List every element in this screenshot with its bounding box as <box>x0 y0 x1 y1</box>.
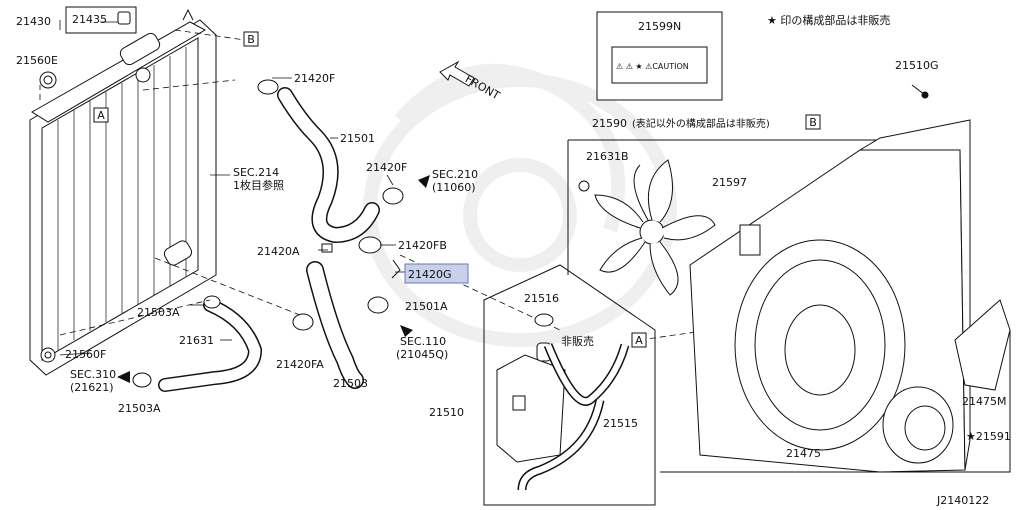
label-21420FA: 21420FA <box>276 358 324 371</box>
label-sec210-ref: (11060) <box>432 181 476 194</box>
label-sec110: SEC.110 <box>400 335 446 348</box>
hose-21503 <box>306 261 364 389</box>
label-21560E: 21560E <box>16 54 58 67</box>
reservoir-box <box>483 264 656 506</box>
label-21430: 21430 <box>16 15 51 28</box>
label-21420FB: 21420FB <box>398 239 447 252</box>
label-21420G: 21420G <box>408 268 452 281</box>
label-21503: 21503 <box>333 377 368 390</box>
label-21510: 21510 <box>429 406 464 419</box>
caution-label-box <box>596 11 723 101</box>
label-21631: 21631 <box>179 334 214 347</box>
label-21510G: 21510G <box>895 59 939 72</box>
bolt-21510G <box>911 84 929 99</box>
label-sec110-ref: (21045Q) <box>396 348 448 361</box>
label-hihanbai: 非販売 <box>561 335 594 348</box>
svg-text:A: A <box>97 109 105 122</box>
solid-leaders <box>59 20 405 356</box>
label-21516: 21516 <box>524 292 559 305</box>
label-21501: 21501 <box>340 132 375 145</box>
diagram-id: J2140122 <box>936 494 989 507</box>
label-sec214: SEC.214 <box>233 166 279 179</box>
ref-box-b-shroud: B <box>805 114 821 130</box>
label-21590: 21590 <box>592 117 627 130</box>
label-21597: 21597 <box>712 176 747 189</box>
fan-blade <box>594 159 716 296</box>
label-21515: 21515 <box>603 417 638 430</box>
svg-text:B: B <box>247 33 255 46</box>
flow-arrows <box>117 175 430 383</box>
svg-text:A: A <box>635 334 643 347</box>
svg-text:B: B <box>809 116 817 129</box>
label-21475: 21475 <box>786 447 821 460</box>
label-21475M: 21475M <box>962 395 1006 408</box>
label-21420F-mid: 21420F <box>366 161 407 174</box>
label-21435: 21435 <box>72 13 107 26</box>
label-sec310-ref: (21621) <box>70 381 114 394</box>
label-21420A: 21420A <box>257 245 300 258</box>
box-21435 <box>65 6 137 34</box>
label-sec210: SEC.210 <box>432 168 478 181</box>
caution-sign-text: ⚠ ⚠ ★ ⚠CAUTION <box>616 62 689 71</box>
fan-assembly-box <box>567 139 1011 473</box>
leader-lines <box>39 29 711 341</box>
front-arrow <box>439 60 475 87</box>
part-labels: 21430 21435 21560E 21420F 21501 21420F S… <box>16 13 1011 507</box>
ref-box-a-radiator: A <box>93 107 109 123</box>
label-21590-note: (表記以外の構成部品は非販売) <box>632 117 770 130</box>
ref-box-a-tank: A <box>631 332 647 348</box>
label-21631B: 21631B <box>586 150 629 163</box>
highlight-21420G <box>404 263 469 284</box>
nut-21631B <box>578 180 590 192</box>
legend-note: ★ 印の構成部品は非販売 <box>767 13 890 27</box>
hose-clamps <box>132 79 404 388</box>
label-21503A-upper: 21503A <box>137 306 180 319</box>
radiator <box>29 8 217 376</box>
label-sec214-note: 1枚目参照 <box>233 178 284 192</box>
label-21591: ★21591 <box>966 430 1011 443</box>
upper-hose-21501 <box>277 87 380 244</box>
label-21599N: 21599N <box>638 20 681 33</box>
label-21560F: 21560F <box>65 348 106 361</box>
ref-box-b-radiator: B <box>243 31 259 47</box>
label-21420F-top: 21420F <box>294 72 335 85</box>
fan-shroud <box>689 119 971 473</box>
reservoir-tank <box>496 313 630 491</box>
hose-21631 <box>158 298 263 392</box>
label-21503A-lower: 21503A <box>118 402 161 415</box>
label-sec310: SEC.310 <box>70 368 116 381</box>
label-21501A: 21501A <box>405 300 448 313</box>
fan-motor <box>882 299 1011 464</box>
